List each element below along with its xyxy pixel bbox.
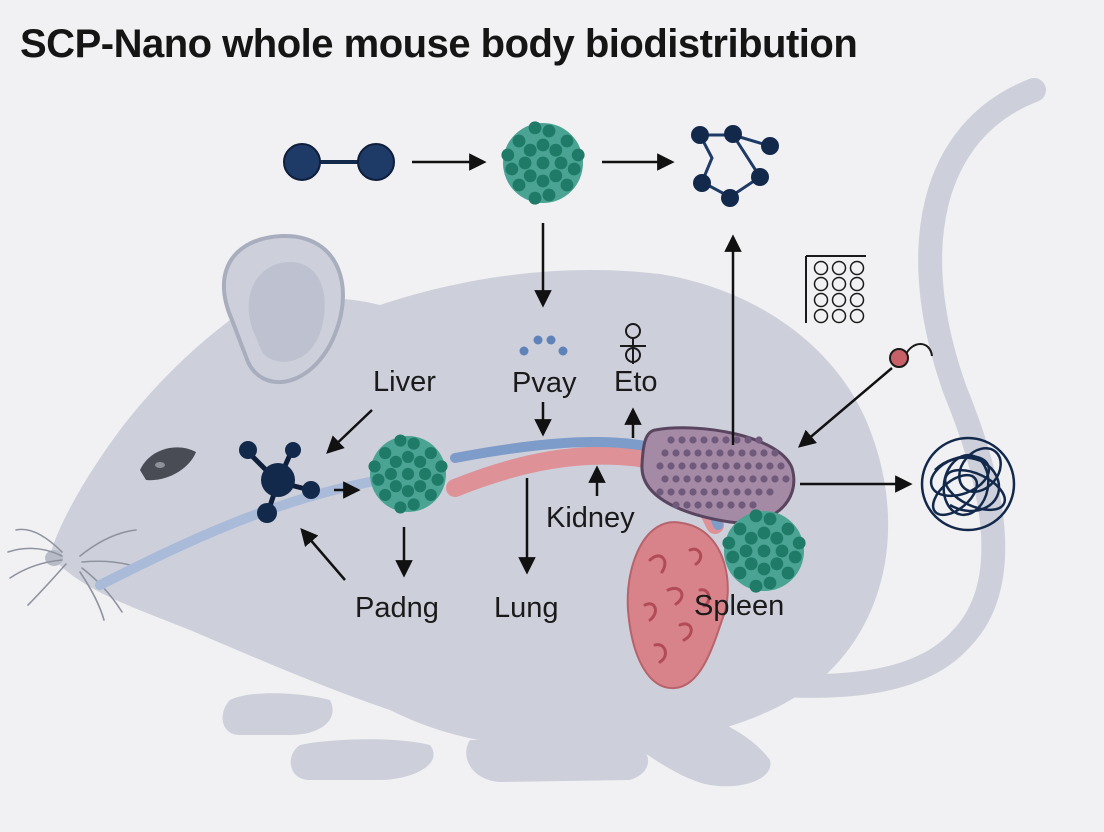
label-lung: Lung [494, 592, 559, 624]
probe-pin-icon [889, 343, 933, 368]
eto-symbol-icon [620, 323, 646, 364]
dot-grid-icon [805, 255, 866, 324]
tangled-fiber-icon [920, 436, 1016, 532]
nanoparticle-cluster-spleen [722, 509, 806, 593]
polymer-network-icon [691, 125, 779, 207]
spleen-tissue [640, 426, 796, 525]
label-padng: Padng [355, 592, 439, 624]
label-liver: Liver [373, 366, 436, 398]
nanoparticle-cluster-liver [368, 434, 448, 514]
label-eto: Eto [614, 366, 658, 398]
diagram-title: SCP-Nano whole mouse body biodistributio… [20, 22, 858, 66]
flow-arrows [300, 153, 913, 581]
kidney-organ [626, 521, 729, 690]
label-spleen: Spleen [694, 590, 784, 622]
label-kidney: Kidney [546, 502, 635, 534]
label-pvay: Pvay [512, 367, 577, 399]
dumbbell-molecule-icon [283, 143, 395, 181]
small-particles-icon [519, 335, 568, 356]
nanoparticle-cluster-icon [501, 121, 585, 205]
branched-molecule-icon [239, 441, 320, 523]
